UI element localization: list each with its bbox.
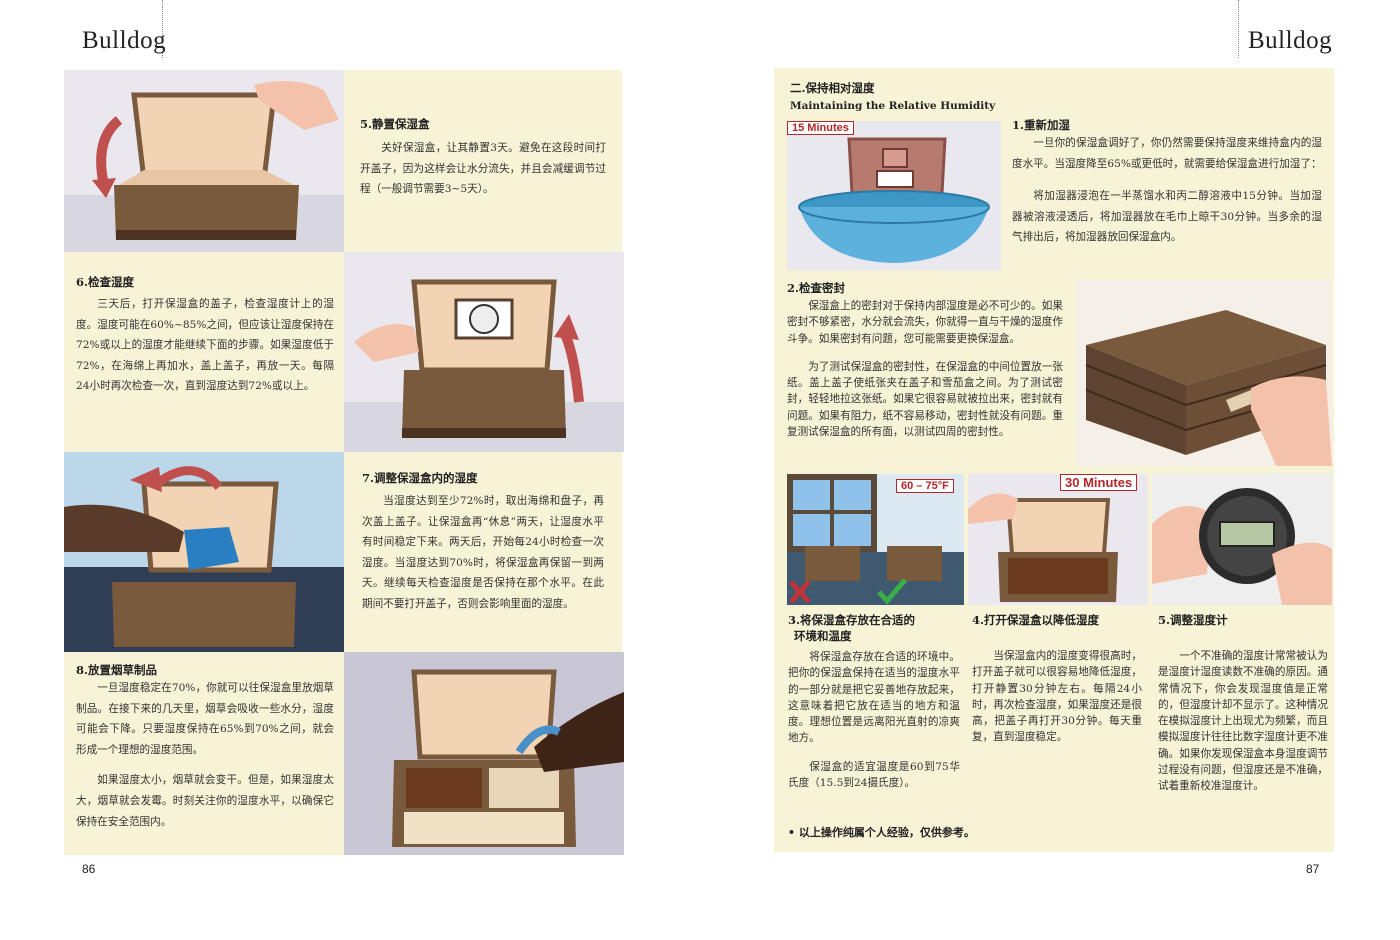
step6-title: 6.检查湿度: [76, 275, 135, 289]
step4-body: 当保湿盒内的湿度变得很高时，打开盖子就可以很容易地降低湿度，打开静置30分钟左右…: [972, 650, 1142, 744]
step2-body-1: 保湿盒上的密封对于保持内部湿度是必不可少的。如果密封不够紧密，水分就会流失，你就…: [787, 300, 1063, 345]
step3-panel: 3.将保湿盒存放在合适的 环境和温度 将保湿盒存放在合适的环境中。把你的保湿盒保…: [788, 612, 960, 791]
step5-body: 关好保湿盒，让其静置3天。避免在这段时间打开盖子，因为这样会让水分流失，并且会减…: [360, 142, 606, 196]
step4-panel: 4.打开保湿盒以降低湿度 当保湿盒内的湿度变得很高时，打开盖子就可以很容易地降低…: [972, 612, 1142, 746]
header-divider: [162, 0, 163, 58]
step5-right-title: 5.调整湿度计: [1158, 613, 1228, 627]
step6-body: 三天后，打开保湿盒的盖子，检查湿度计上的湿度。湿度可能在60%~85%之间，但应…: [76, 298, 334, 393]
illustration-storage-temperature: [787, 474, 964, 605]
section-title-en: Maintaining the Relative Humidity: [790, 100, 996, 112]
illustration-soak-humidifier: [787, 121, 1001, 270]
step3-title-line2: 环境和温度: [794, 629, 852, 643]
step8-body-1: 一旦湿度稳定在70%，你就可以往保湿盒里放烟草制品。在接下来的几天里，烟草会吸收…: [76, 682, 334, 756]
illustration-seal-test: [1076, 280, 1332, 466]
step2-panel: 2.检查密封 保湿盒上的密封对于保持内部湿度是必不可少的。如果密封不够紧密，水分…: [787, 280, 1063, 440]
step4-title: 4.打开保湿盒以降低湿度: [972, 613, 1100, 627]
tag-temperature: 60 – 75°F: [896, 479, 954, 493]
step3-body-2: 保湿盒的适宜温度是60到75华氏度（15.5到24摄氏度）。: [788, 760, 960, 790]
step8-title: 8.放置烟草制品: [76, 663, 158, 677]
header-divider: [1238, 0, 1239, 58]
step1-panel: 1.重新加湿 一旦你的保湿盒调好了，你仍然需要保持湿度来维持盒内的湿度水平。当湿…: [1012, 117, 1322, 248]
step1-title: 1.重新加湿: [1012, 118, 1071, 132]
step2-body-2: 为了测试保湿盒的密封性，在保湿盒的中间位置放一张纸。盖上盖子使纸张夹在盖子和雪茄…: [787, 360, 1063, 439]
step2-title: 2.检查密封: [787, 281, 846, 295]
step7-title: 7.调整保湿盒内的湿度: [362, 471, 478, 485]
step6-panel: 6.检查湿度 三天后，打开保湿盒的盖子，检查湿度计上的湿度。湿度可能在60%~8…: [64, 252, 344, 452]
page-number-right: 87: [1306, 862, 1320, 876]
footnote: • 以上操作纯属个人经验，仅供参考。: [788, 826, 975, 839]
step7-panel: 7.调整保湿盒内的湿度 当湿度达到至少72%时，取出海绵和盘子，再次盖上盖子。让…: [344, 452, 622, 652]
step3-title-line1: 3.将保湿盒存放在合适的: [788, 613, 916, 627]
step1-body-1: 一旦你的保湿盒调好了，你仍然需要保持湿度来维持盒内的湿度水平。当湿度降至65%或…: [1012, 137, 1322, 170]
illustration-remove-sponge: [64, 452, 344, 652]
illustration-check-hygrometer: [344, 252, 624, 452]
left-page: 5.静置保湿盒 关好保湿盒，让其静置3天。避免在这段时间打开盖子，因为这样会让水…: [64, 70, 624, 855]
step8-body-2: 如果湿度太小，烟草就会变干。但是，如果湿度太大，烟草就会发霉。时刻关注你的湿度水…: [76, 774, 334, 828]
illustration-place-cigars: [344, 652, 624, 855]
illustration-hygrometer-calibration: [1152, 474, 1332, 605]
illustration-close-humidor: [64, 70, 344, 252]
step5-panel: 5.静置保湿盒 关好保湿盒，让其静置3天。避免在这段时间打开盖子，因为这样会让水…: [344, 70, 622, 252]
illustration-open-humidor: [968, 474, 1148, 605]
step3-body-1: 将保湿盒存放在合适的环境中。把你的保湿盒保持在适当的湿度水平的一部分就是把它妥善…: [788, 651, 960, 745]
step5-right-body: 一个不准确的湿度计常常被认为是湿度计湿度读数不准确的原因。通常情况下，你会发现湿…: [1158, 650, 1328, 793]
brand-logo-left: Bulldog: [82, 27, 167, 54]
step8-panel: 8.放置烟草制品 一旦湿度稳定在70%，你就可以往保湿盒里放烟草制品。在接下来的…: [64, 652, 344, 855]
step5-right-panel: 5.调整湿度计 一个不准确的湿度计常常被认为是湿度计湿度读数不准确的原因。通常情…: [1158, 612, 1328, 795]
step1-body-2: 将加湿器浸泡在一半蒸馏水和丙二醇溶液中15分钟。当加湿器被溶液浸透后，将加湿器放…: [1012, 190, 1322, 244]
section-header: 二.保持相对湿度 Maintaining the Relative Humidi…: [790, 80, 1090, 114]
brand-logo-right: Bulldog: [1248, 27, 1333, 54]
tag-15-minutes: 15 Minutes: [787, 121, 854, 135]
step7-body: 当湿度达到至少72%时，取出海绵和盘子，再次盖上盖子。让保湿盒再“休息”两天，让…: [362, 495, 604, 610]
section-title-cn: 二.保持相对湿度: [790, 81, 875, 95]
tag-30-minutes: 30 Minutes: [1060, 474, 1138, 491]
page-number-left: 86: [82, 862, 96, 876]
step5-title: 5.静置保湿盒: [360, 117, 430, 131]
